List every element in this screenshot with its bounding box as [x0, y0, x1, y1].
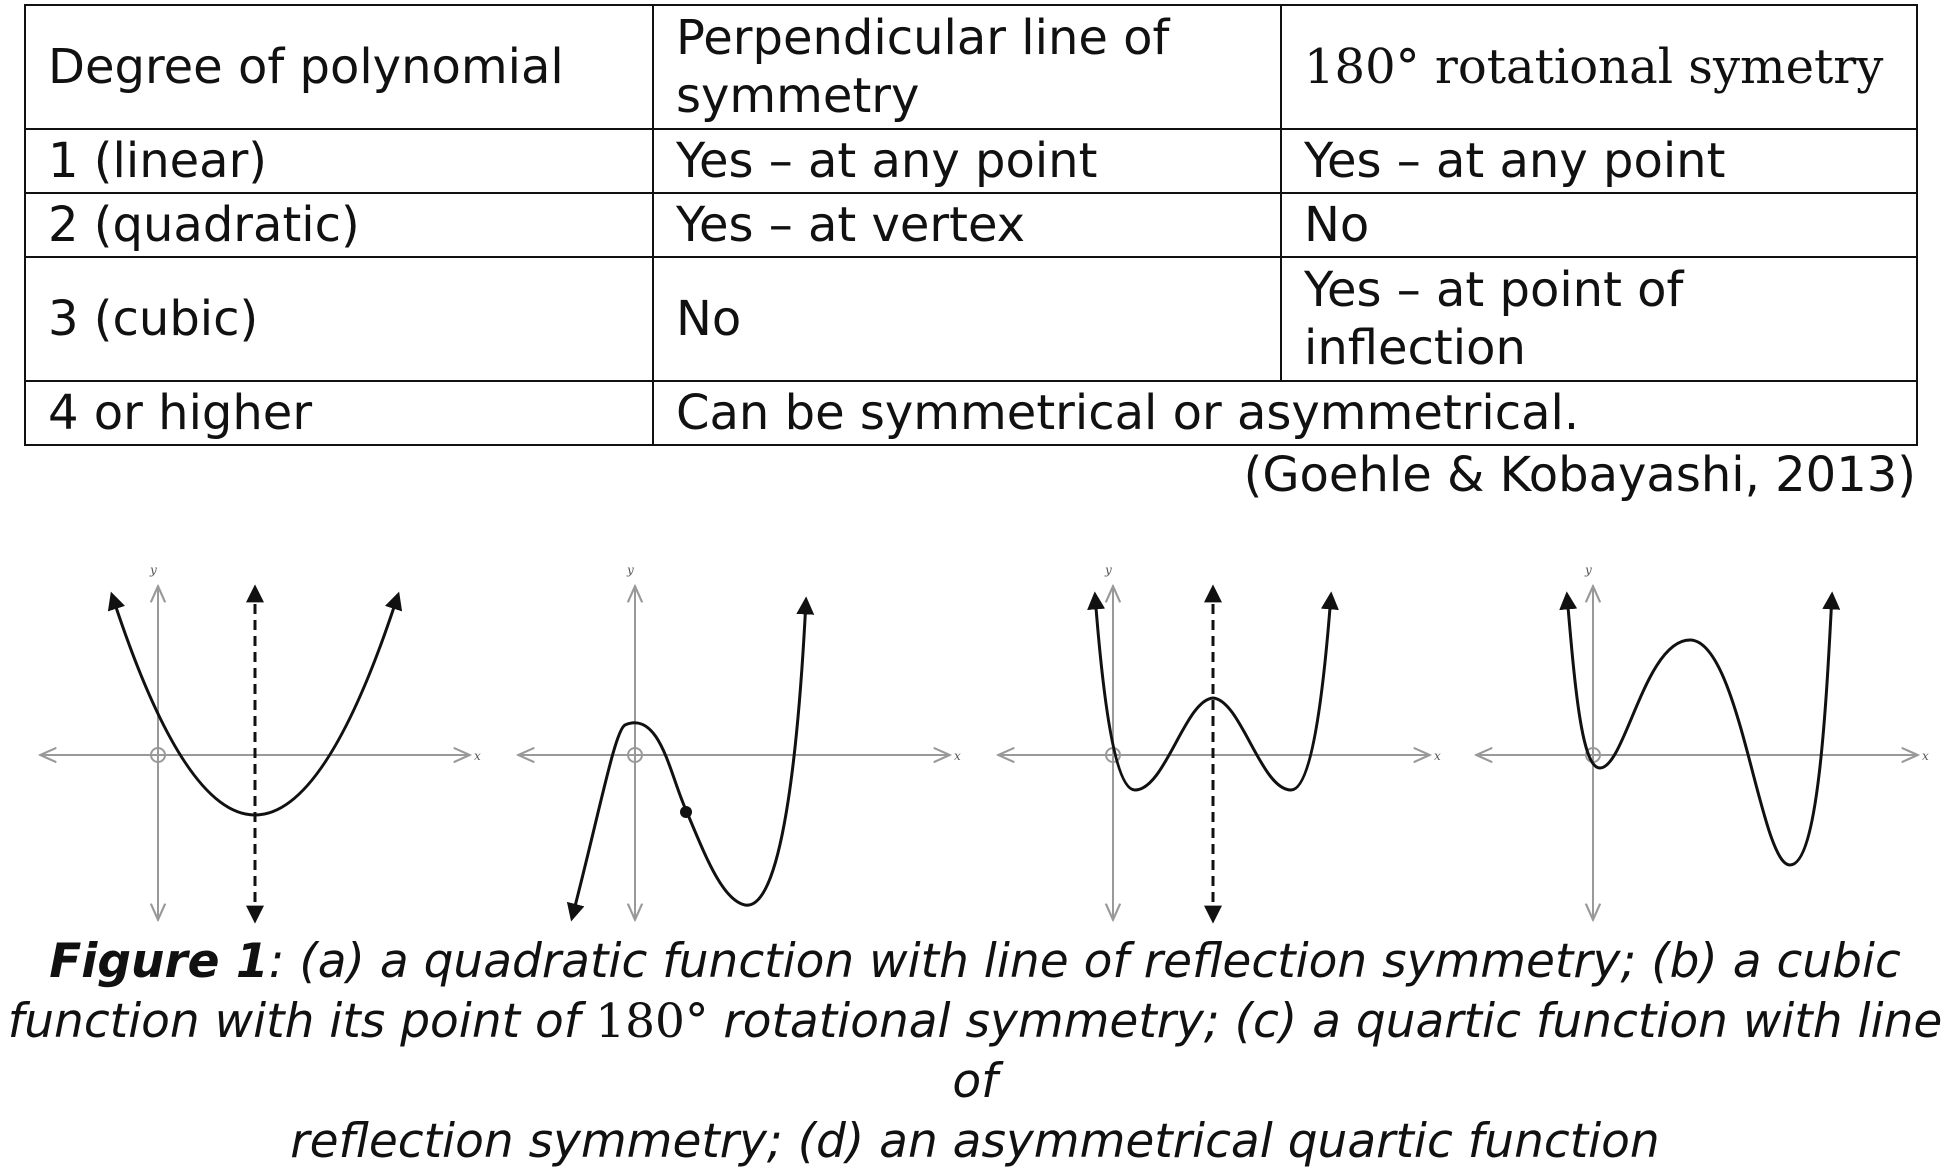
table-cell: 3 (cubic)	[24, 256, 654, 382]
header-perpendicular: Perpendicular line of symmetry	[652, 4, 1282, 130]
quartic-curve	[1087, 591, 1339, 792]
graph-b: y x	[520, 563, 961, 918]
caption-text: : (a) a quadratic function with line of …	[268, 934, 1901, 989]
caption-text: rotational symmetry; (c) a quartic funct…	[708, 994, 1943, 1109]
table-cell: 1 (linear)	[24, 128, 654, 194]
symmetry-table: Degree of polynomial Perpendicular line …	[24, 4, 1918, 446]
y-axis-label: y	[626, 563, 634, 577]
y-axis-label: y	[1104, 563, 1112, 577]
caption-label: Figure 1	[49, 934, 269, 989]
table-cell: No	[1280, 192, 1918, 258]
table-cell: 2 (quadratic)	[24, 192, 654, 258]
graph-a: y x	[42, 563, 481, 924]
graph-c: y x	[1000, 563, 1441, 924]
table-row: 1 (linear) Yes – at any point Yes – at a…	[24, 128, 1918, 194]
figure-graphs: y x y x y x y x	[0, 563, 1929, 924]
graph-d: y x	[1478, 563, 1929, 918]
table-row: 2 (quadratic) Yes – at vertex No	[24, 192, 1918, 258]
table-cell: Yes – at point of inflection	[1280, 256, 1918, 382]
caption-line-3: reflection symmetry; (d) an asymmetrical…	[290, 1114, 1660, 1169]
header-degree: Degree of polynomial	[24, 4, 654, 130]
figure-caption: Figure 1: (a) a quadratic function with …	[0, 932, 1950, 1172]
table-cell: Yes – at any point	[652, 128, 1282, 194]
header-rotational: 180° rotational symetry	[1280, 4, 1918, 130]
table-row: 3 (cubic) No Yes – at point of inflectio…	[24, 256, 1918, 382]
caption-line-1: Figure 1: (a) a quadratic function with …	[0, 932, 1950, 992]
origin-marker	[150, 747, 166, 763]
table-cell-merged: Can be symmetrical or asymmetrical.	[652, 380, 1918, 446]
y-axis-label: y	[1584, 563, 1592, 577]
x-axis-label: x	[1922, 749, 1929, 763]
quartic-curve	[1559, 591, 1841, 867]
inflection-point	[680, 806, 692, 818]
table-header-row: Degree of polynomial Perpendicular line …	[24, 4, 1918, 130]
table-cell: No	[652, 256, 1282, 382]
table-cell: Yes – at vertex	[652, 192, 1282, 258]
citation: (Goehle & Kobayashi, 2013)	[1243, 447, 1916, 503]
caption-text: function with its point of	[7, 994, 596, 1049]
cubic-curve	[566, 596, 815, 922]
quadratic-curve	[107, 591, 403, 817]
y-axis-label: y	[149, 563, 157, 577]
caption-degree: 180°	[595, 994, 709, 1049]
table-cell: Yes – at any point	[1280, 128, 1918, 194]
table-cell: 4 or higher	[24, 380, 654, 446]
x-axis-label: x	[1434, 749, 1441, 763]
x-axis-label: x	[954, 749, 961, 763]
table-row: 4 or higher Can be symmetrical or asymme…	[24, 380, 1918, 446]
x-axis-label: x	[474, 749, 481, 763]
caption-line-2: function with its point of 180° rotation…	[0, 992, 1950, 1112]
